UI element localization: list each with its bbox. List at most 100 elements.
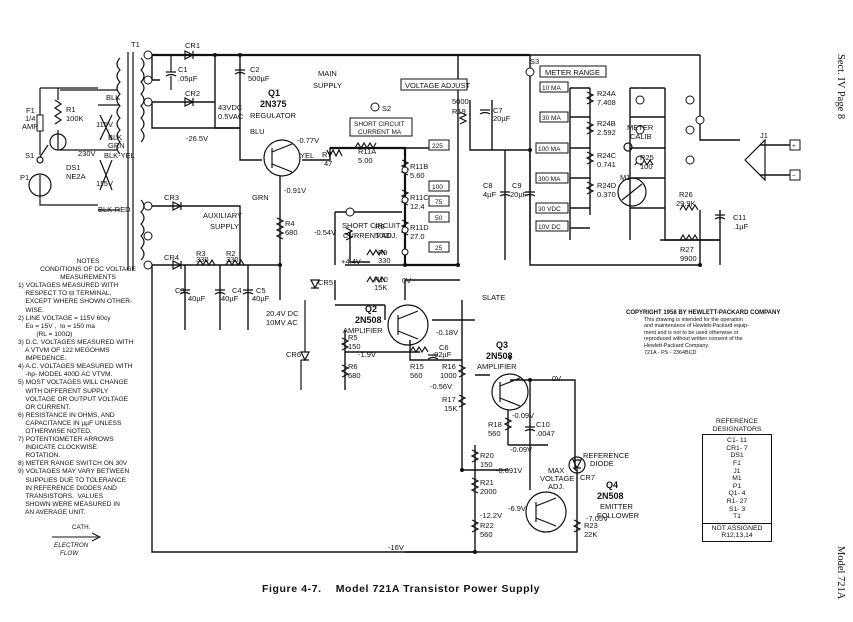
svg-text:−: −: [792, 173, 796, 180]
note-line: TRANSISTORS. VALUES: [18, 492, 104, 500]
voltage-reading-14: -0.09V: [510, 445, 532, 454]
short-circuit-label-1: SHORT CIRCUIT: [354, 121, 405, 128]
section-titles: MAIN SUPPLY AUXILIARY SUPPLY SHORT CIRCU…: [203, 69, 654, 240]
ds1-label: DS1: [66, 163, 81, 172]
r1-value: 100K: [66, 114, 84, 123]
refdes-item: T1: [733, 513, 741, 521]
meter-range-30ma: 30 MA: [542, 115, 561, 122]
component-labels: T1 CR1 CR2 CR3 CR4 CR5 CR6 CR7 REFERENCE…: [20, 40, 768, 539]
max-v-label-1: MAX: [548, 466, 564, 475]
figure-number: Figure 4-7.: [262, 583, 322, 595]
q4-type: 2N508: [597, 491, 624, 501]
q3-ref: Q3: [496, 340, 508, 350]
note-line: 4) A.C. VOLTAGES MEASURED WITH: [18, 363, 133, 371]
junction-dots: [213, 53, 702, 554]
r17-label: R17: [442, 395, 456, 404]
v115a-label: 115V: [96, 120, 113, 129]
r18-value: 560: [488, 429, 501, 438]
aux-supply-title-2: SUPPLY: [210, 222, 239, 231]
r11b-label: R11B: [410, 162, 428, 171]
q4-role-1: EMITTER: [600, 502, 633, 511]
voltage-reading-11: -0.56V: [430, 382, 452, 391]
r2-value: 330: [226, 255, 239, 264]
p1-label: P1: [20, 173, 29, 182]
cr1-label: CR1: [185, 41, 200, 50]
r5-value: 150: [348, 342, 361, 351]
r15-label: R15: [410, 362, 424, 371]
r18-label: R18: [488, 420, 502, 429]
r6-label: R6: [348, 362, 358, 371]
r24d-label: R24D: [597, 181, 617, 190]
refdes-na-items: R12,13,14: [721, 532, 753, 540]
note-line: AN AVERAGE UNIT.: [18, 508, 86, 516]
main-supply-title-2: SUPPLY: [313, 81, 342, 90]
c11-label: C11: [733, 213, 746, 222]
voltage-reading-10: -1.9V: [358, 350, 376, 359]
q2-ref: Q2: [365, 304, 377, 314]
r24b-value: 2.592: [597, 128, 616, 137]
r4-value: 680: [285, 228, 298, 237]
wire-blk-red: BLK-RED: [98, 205, 131, 214]
legend-electron: ELECTRON: [54, 542, 89, 549]
refdes-item: DS1: [730, 452, 744, 460]
copyright-line-1: This drawing is intended for the operati…: [644, 316, 743, 323]
r10-label: R10: [374, 275, 388, 284]
c7-label: C7: [493, 106, 503, 115]
c6-value: .02µF: [432, 350, 452, 359]
r22-label: R22: [480, 521, 494, 530]
voltage-readings: -26.5V -0.77V -0.91V -0.54V +4.4V 0V 20.…: [186, 134, 608, 552]
refdes-item: S1- 3: [728, 505, 746, 513]
c2-rating-2: 0.5VAC: [218, 112, 244, 121]
meter-range-10vdc: 10V DC: [538, 224, 561, 231]
r11c-label: R11C: [410, 193, 429, 202]
refdes-table: C1- 11 CR1- 7 DS1 F1 J1 M1 P1 Q1- 4 R1- …: [702, 434, 772, 524]
transformer-t1: [60, 50, 153, 270]
cr4-label: CR4: [164, 253, 179, 262]
legend-cath: CATH.: [72, 524, 91, 531]
r21-value: 2000: [480, 487, 497, 496]
page-model-footer: Model 721A: [835, 546, 846, 600]
reference-designators: REFERENCE DESIGNATORS C1- 11 CR1- 7 DS1 …: [702, 418, 772, 542]
wire-blk-1: BLK: [106, 93, 120, 102]
meter-calib-label-1: METER: [627, 123, 654, 132]
r22-value: 560: [480, 530, 493, 539]
refdes-title-2: DESIGNATORS: [712, 425, 762, 433]
range-225: 225: [432, 143, 443, 150]
r24b-label: R24B: [597, 119, 616, 128]
note-line: SUPPLIES DUE TO TOLERANCE: [18, 476, 126, 484]
c7-value: 20µF: [493, 114, 511, 123]
q2-role: AMPLIFIER: [343, 326, 383, 335]
r8-label: R8: [375, 222, 385, 231]
note-line: A VTVM OF 122 MEGOHMS: [18, 347, 110, 355]
note-line: 5) MOST VOLTAGES WILL CHANGE: [18, 379, 129, 387]
voltage-reading-3: -0.91V: [284, 186, 306, 195]
capacitors: [165, 55, 726, 432]
note-line: OR CURRENT.: [18, 403, 71, 411]
max-v-label-2: VOLTAGE: [540, 474, 574, 483]
c9-value: 20µF: [510, 190, 528, 199]
refdes-item: J1: [733, 467, 741, 475]
note-line: RESPECT TO ⊟ TERMINAL,: [18, 290, 112, 298]
voltage-reading-16: -6.9V: [508, 504, 526, 513]
meter-m1: [617, 142, 647, 207]
q1-role: REGULATOR: [250, 111, 297, 120]
range-25: 25: [435, 245, 443, 252]
note-line: IMPEDENCE.: [18, 355, 67, 363]
note-line: 9) VOLTAGES MAY VARY BETWEEN: [18, 468, 130, 476]
main-supply-title-1: MAIN: [318, 69, 337, 78]
v230-label: 230V: [78, 149, 96, 158]
c2-label: C2: [250, 65, 260, 74]
c9-label: C9: [512, 181, 522, 190]
q4-ref: Q4: [606, 480, 618, 490]
r24d-value: 0.370: [597, 190, 616, 199]
copyright-block: COPYRIGHT 1958 BY HEWLETT-PACKARD COMPAN…: [626, 310, 796, 356]
refdes-item: CR1- 7: [726, 444, 748, 452]
note-line: CAPACITANCE IN µµF UNLESS: [18, 419, 122, 427]
j1-label: J1: [760, 131, 768, 140]
ds1-value: NE2A: [66, 172, 86, 181]
c2-rating-1: 43VDC: [218, 103, 243, 112]
refdes-na-title: NOT ASSIGNED: [711, 524, 763, 532]
drawing-code: 721A - PS - 2364BCD: [644, 349, 697, 356]
copyright-title: COPYRIGHT 1958 BY HEWLETT-PACKARD COMPAN…: [626, 310, 781, 316]
